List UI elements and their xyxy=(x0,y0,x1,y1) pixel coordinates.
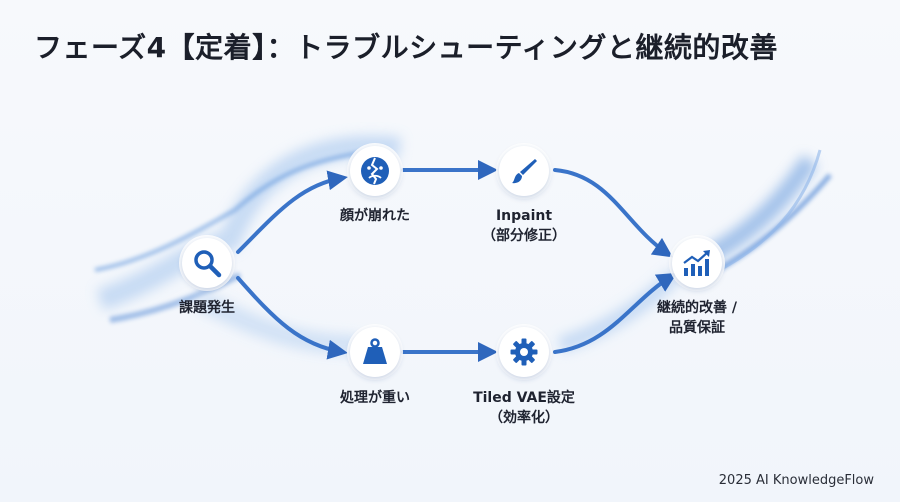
node-tiled xyxy=(499,327,549,377)
node-improve xyxy=(672,238,722,288)
magnifier-icon xyxy=(194,250,222,278)
gear-icon xyxy=(510,338,538,366)
node-improve-label: 継続的改善 / 品質保証 xyxy=(657,298,737,338)
brush-icon xyxy=(512,159,537,184)
node-inpaint xyxy=(499,146,549,196)
node-tiled-label-line1: Tiled VAE設定 xyxy=(473,390,575,406)
node-inpaint-label-line1: Inpaint xyxy=(495,208,553,224)
node-heavy xyxy=(350,327,400,377)
flow-connectors xyxy=(236,160,678,362)
node-improve-label-line1: 継続的改善 / xyxy=(657,300,737,316)
arrow-issue-to-face xyxy=(236,170,348,254)
broken-face-icon xyxy=(361,157,389,185)
node-inpaint-label-line2: （部分修正） xyxy=(482,228,566,244)
node-tiled-label: Tiled VAE設定 （効率化） xyxy=(473,388,575,428)
node-inpaint-label: Inpaint （部分修正） xyxy=(482,206,566,246)
wave-decoration xyxy=(94,135,832,355)
node-tiled-label-line2: （効率化） xyxy=(488,410,559,426)
node-heavy-label: 処理が重い xyxy=(340,390,410,406)
growth-chart-icon xyxy=(683,250,710,276)
node-face xyxy=(350,146,400,196)
node-face-label: 顔が崩れた xyxy=(340,208,410,224)
arrow-inpaint-to-improve xyxy=(553,168,673,258)
footer-credit: 2025 AI KnowledgeFlow xyxy=(718,473,874,488)
node-improve-label-line2: 品質保証 xyxy=(669,320,725,336)
node-issue xyxy=(182,238,232,288)
page-title: フェーズ4【定着】：トラブルシューティングと継続的改善 xyxy=(34,31,778,64)
weight-icon xyxy=(363,338,387,364)
arrow-tiled-to-improve xyxy=(553,272,678,354)
node-issue-label: 課題発生 xyxy=(179,300,235,316)
arrow-issue-to-heavy xyxy=(236,276,348,360)
